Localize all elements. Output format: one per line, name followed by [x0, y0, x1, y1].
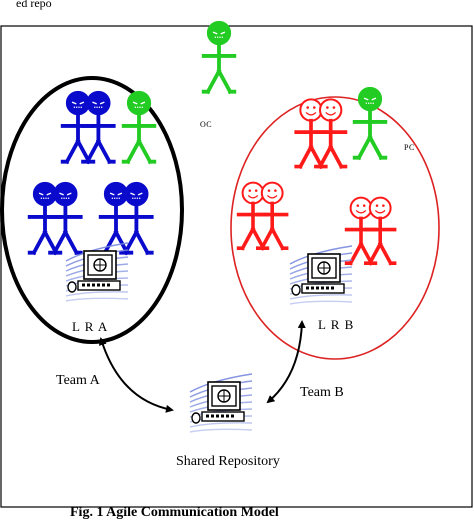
- stick-figure-icon: [294, 98, 328, 170]
- pc-coordinator-figure: [352, 86, 388, 161]
- team-b-member-pair: [344, 196, 397, 266]
- workstations-layer: [65, 242, 353, 433]
- stick-figure-icon: [81, 90, 116, 165]
- stick-figure-icon: [344, 196, 378, 266]
- team-a-member-pair: [27, 181, 83, 256]
- stick-figure-icon: [48, 181, 83, 256]
- outer-frame: [0, 25, 473, 508]
- stick-figure-icon: [60, 90, 96, 165]
- team-b-boundary: [230, 96, 440, 360]
- oc-label: OC: [200, 120, 213, 129]
- pc-label: PC: [404, 143, 415, 152]
- stick-figure-icon: [119, 181, 154, 256]
- shared-repository-label: Shared Repository: [176, 454, 280, 469]
- team-a-coordinator-figure: [121, 90, 157, 165]
- figures-layer: [27, 20, 397, 266]
- team-b-link-arrow: [266, 320, 306, 404]
- team-b-label: Team B: [300, 385, 344, 400]
- team-b-member-pair: [236, 181, 289, 251]
- team-a-boundary: [0, 76, 184, 344]
- stick-figure-icon: [256, 181, 289, 251]
- oc-coordinator-figure: [201, 20, 237, 95]
- stick-figure-icon: [364, 196, 397, 266]
- stick-figure-icon: [27, 181, 63, 256]
- team-a-member-pair: [98, 181, 154, 256]
- stick-figure-icon: [236, 181, 270, 251]
- computer-workstation-icon: [289, 245, 353, 305]
- team-a-member-pair: [60, 90, 116, 165]
- top-fragment-text: ed repo: [16, 0, 52, 10]
- computer-workstation-icon: [65, 242, 129, 302]
- figure-caption: Fig. 1 Agile Communication Model: [70, 505, 279, 520]
- team-b-member-pair: [294, 98, 348, 170]
- team-a-link-arrow: [98, 337, 174, 413]
- lrb-label: L R B: [318, 317, 355, 332]
- computer-workstation-icon: [189, 373, 253, 433]
- lra-label: L R A: [72, 319, 109, 334]
- stick-figure-icon: [98, 181, 134, 256]
- team-a-label: Team A: [56, 373, 100, 388]
- stick-figure-icon: [314, 98, 348, 170]
